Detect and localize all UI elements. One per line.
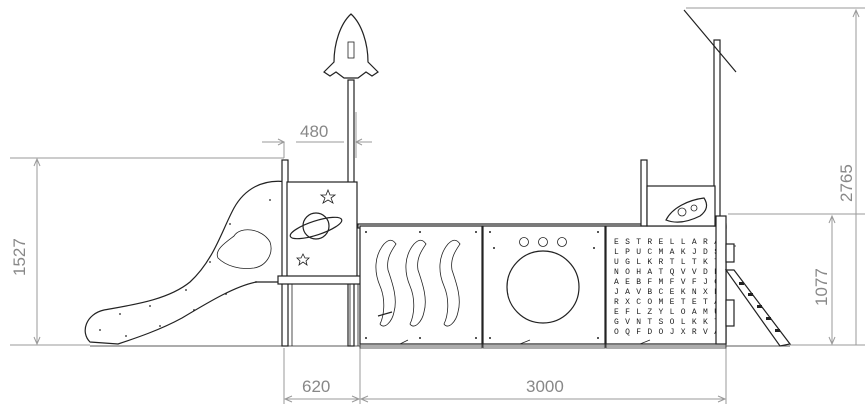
dim-label-2765: 2765 — [837, 164, 856, 202]
slide-bolts — [99, 199, 271, 337]
word-search-panel — [605, 225, 727, 345]
porthole-window — [506, 250, 580, 324]
left-platform — [277, 275, 365, 285]
right-tower-post — [640, 159, 648, 227]
wave-panel-bolts — [365, 231, 477, 339]
dim-label-3000: 3000 — [526, 377, 564, 396]
slide — [84, 180, 290, 345]
dim-label-1077: 1077 — [812, 268, 831, 306]
dim-label-620: 620 — [302, 377, 330, 396]
porthole-panel — [482, 225, 606, 345]
wave-cutouts — [375, 239, 461, 327]
dimension-1077: 1077 — [728, 213, 865, 346]
climbing-holds — [739, 282, 780, 332]
dimension-620: 620 — [283, 348, 727, 404]
panel-feet — [359, 339, 727, 349]
dim-label-480: 480 — [300, 122, 328, 141]
antenna-bar — [683, 9, 737, 73]
climbing-ramp — [724, 243, 792, 347]
main-structure: ESTRELLARALPUCMAKJDSUGLKRTLTKTNOHATQVVDR… — [357, 223, 727, 349]
dimension-480: 480 — [262, 112, 372, 158]
dimension-2765: 2765 — [686, 7, 865, 345]
rocket-icon — [323, 13, 379, 79]
dim-label-1527: 1527 — [10, 238, 29, 276]
rocket-ship-icon — [665, 197, 708, 223]
left-tower — [277, 13, 379, 347]
planet-icon — [289, 212, 343, 240]
star-icon — [319, 188, 337, 204]
dimension-1527: 1527 — [10, 157, 284, 346]
porthole-panel-bolts — [489, 231, 599, 339]
star-icon-small — [296, 253, 310, 266]
right-end-post — [715, 215, 727, 345]
right-tower — [640, 9, 737, 345]
wave-panel — [359, 225, 483, 345]
dimension-3000: 3000 — [359, 377, 727, 403]
planet-panel — [286, 181, 358, 281]
